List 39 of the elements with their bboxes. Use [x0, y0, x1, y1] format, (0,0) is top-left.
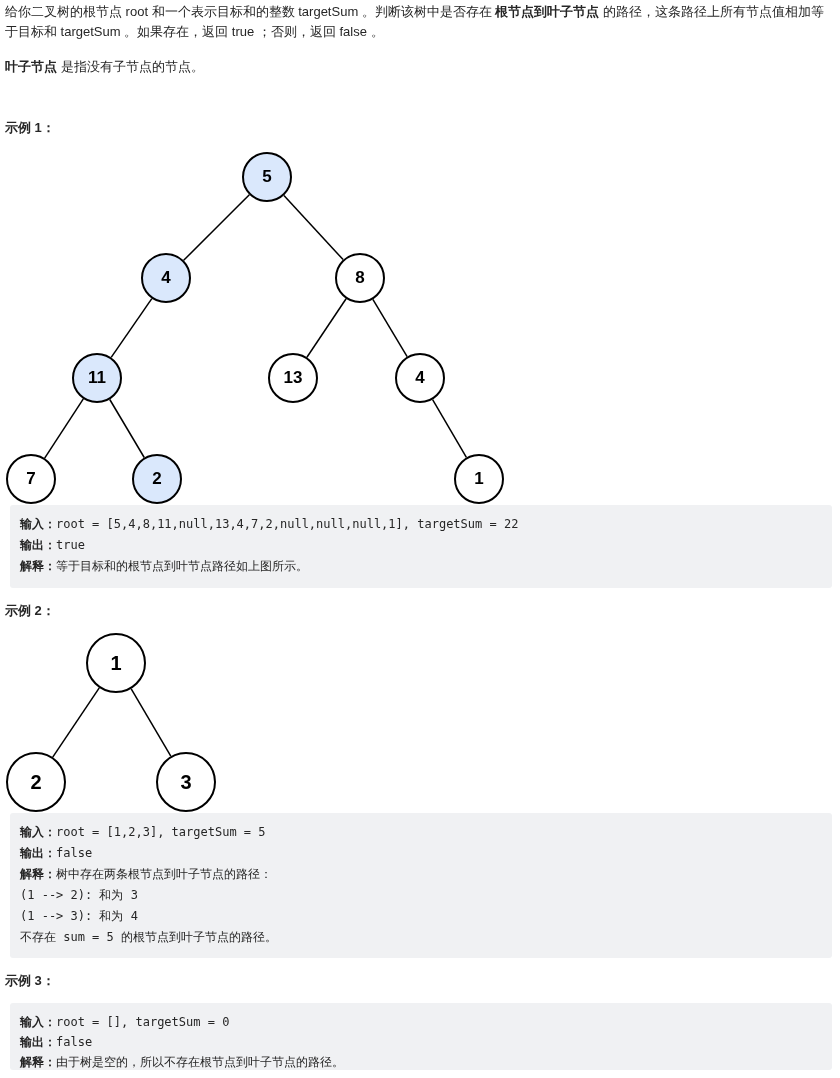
tree-node: 11: [72, 353, 122, 403]
code-line: (1 --> 3): 和为 4: [20, 908, 138, 925]
tree-edge: [52, 687, 100, 758]
tree-edge: [109, 398, 145, 459]
tree-edge: [283, 194, 344, 261]
code-line: 输出：false: [20, 845, 93, 862]
code-line: 输出：true: [20, 537, 85, 554]
tree-node: 4: [395, 353, 445, 403]
code-line: 解释：等于目标和的根节点到叶节点路径如上图所示。: [20, 558, 308, 575]
tree-node: 13: [268, 353, 318, 403]
tree-edge: [182, 193, 251, 262]
paragraph: 叶子节点 是指没有子节点的节点。: [5, 58, 205, 76]
tree-edge: [110, 297, 153, 359]
tree-node: 2: [132, 454, 182, 504]
tree-node: 2: [6, 752, 66, 812]
tree-node: 5: [242, 152, 292, 202]
example-heading: 示例 1：: [5, 119, 55, 137]
code-line: 输入：root = [5,4,8,11,null,13,4,7,2,null,null,null,1], targetSum = 22: [20, 516, 519, 533]
tree-edge: [372, 298, 408, 358]
tree-node: 1: [454, 454, 504, 504]
example-heading: 示例 3：: [5, 972, 55, 990]
tree-node: 7: [6, 454, 56, 504]
tree-edge: [431, 398, 468, 459]
code-line: (1 --> 2): 和为 3: [20, 887, 138, 904]
paragraph: 给你二叉树的根节点 root 和一个表示目标和的整数 targetSum 。判断该树中是否存在 根节点到叶子节点 的路径，这条路径上所有节点值相加等于目标和 targetSum 。如果存在，返回 true ；否则，返回 false 。: [5, 3, 826, 41]
tree-edge: [130, 688, 172, 757]
code-line: 输出：false: [20, 1034, 93, 1051]
code-line: 解释：树中存在两条根节点到叶子节点的路径：: [20, 866, 272, 883]
tree-edge: [43, 398, 85, 459]
tree-node: 3: [156, 752, 216, 812]
code-line: 不存在 sum = 5 的根节点到叶子节点的路径。: [20, 929, 278, 946]
tree-node: 8: [335, 253, 385, 303]
tree-node: 4: [141, 253, 191, 303]
tree-edge: [306, 298, 347, 358]
example-heading: 示例 2：: [5, 602, 55, 620]
code-line: 输入：root = [], targetSum = 0: [20, 1014, 230, 1031]
code-line: 解释：由于树是空的，所以不存在根节点到叶子节点的路径。: [20, 1054, 344, 1071]
code-line: 输入：root = [1,2,3], targetSum = 5: [20, 824, 266, 841]
tree-node: 1: [86, 633, 146, 693]
